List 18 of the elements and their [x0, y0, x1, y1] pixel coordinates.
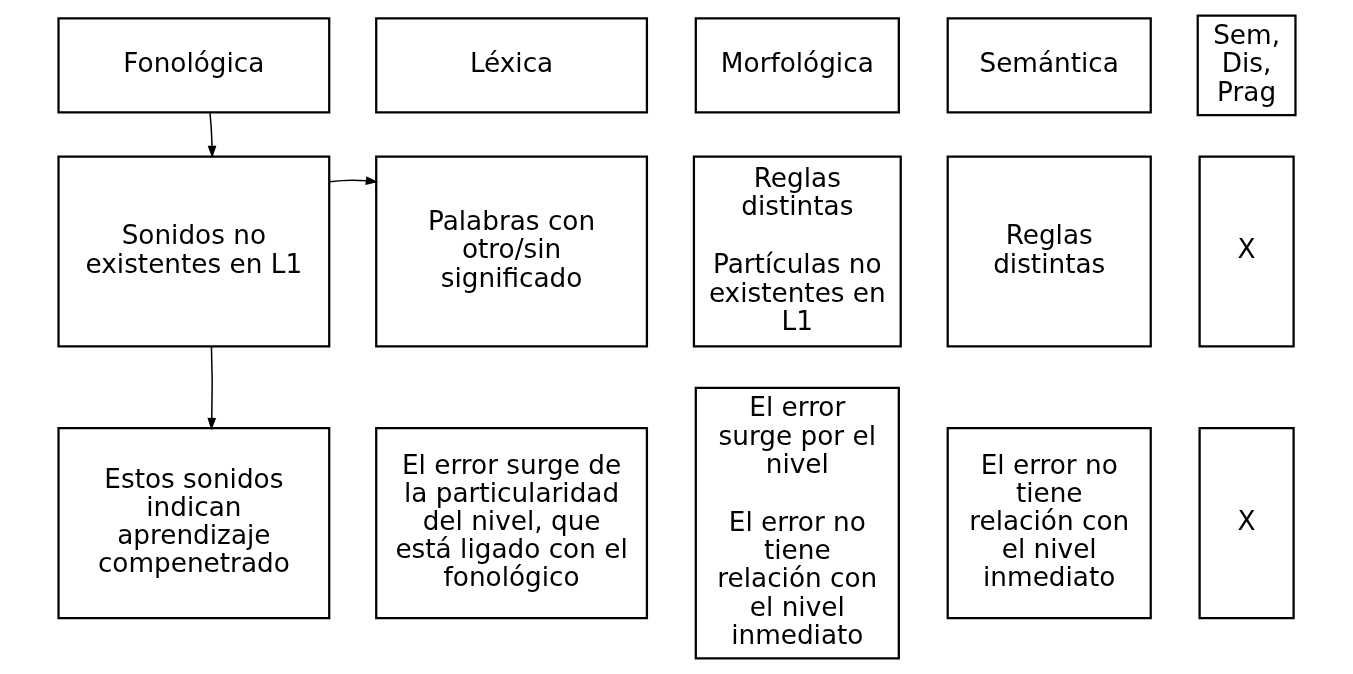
node-box: El error surge por el nivel El error no tiene relación con el nivel inmediato	[694, 386, 900, 660]
node-box: X	[1197, 155, 1295, 348]
node-box: Sonidos no existentes en L1	[56, 155, 330, 348]
node-box: Morfológica	[694, 17, 900, 114]
node-box: Semántica	[946, 17, 1152, 114]
arrow	[206, 346, 216, 431]
node-box: Fonológica	[56, 17, 330, 114]
node-box: El error surge de la particularidad del nivel, que está ligado con el fonológico	[374, 427, 648, 620]
node-box: El error no tiene relación con el nivel inmediato	[946, 427, 1152, 620]
node-box: Palabras con otro/sin significado	[374, 155, 648, 348]
node-box: Léxica	[374, 17, 648, 114]
node-box: Sem, Dis, Prag	[1196, 14, 1297, 117]
arrow	[328, 176, 378, 186]
node-box: Reglas distintas	[946, 155, 1152, 348]
node-box: Reglas distintas Partículas no existentes en L1	[692, 155, 902, 348]
arrow	[207, 112, 216, 159]
node-box: X	[1197, 427, 1295, 620]
node-box: Estos sonidos indican aprendizaje compenetrado	[56, 427, 330, 620]
